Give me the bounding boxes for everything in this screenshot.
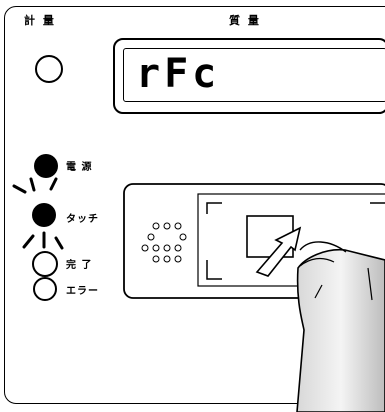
speaker-grille: [141, 222, 187, 263]
touch-label: タッチ: [66, 214, 99, 225]
power-label: 電 源: [66, 162, 93, 173]
press-arrow: [255, 226, 302, 277]
weighing-button[interactable]: [35, 55, 63, 83]
error-led: [33, 277, 57, 301]
touch-led-rays: [12, 177, 58, 194]
finger-crease: [299, 257, 335, 267]
complete-led-rays: [22, 231, 64, 250]
finger-outline: [299, 241, 347, 253]
complete-label: 完 了: [66, 260, 93, 271]
display-reading: rFc: [136, 51, 221, 97]
mass-display-window: [123, 48, 385, 102]
error-label: エラー: [66, 286, 99, 297]
power-led: [34, 154, 58, 178]
touch-led: [32, 203, 56, 227]
card-edge-line-2: [367, 267, 373, 301]
weighing-label: 計 量: [24, 14, 56, 27]
complete-led: [32, 251, 58, 277]
hand-illustration: [296, 248, 385, 412]
card-edge-line: [314, 284, 323, 299]
mass-label: 質 量: [229, 14, 261, 27]
